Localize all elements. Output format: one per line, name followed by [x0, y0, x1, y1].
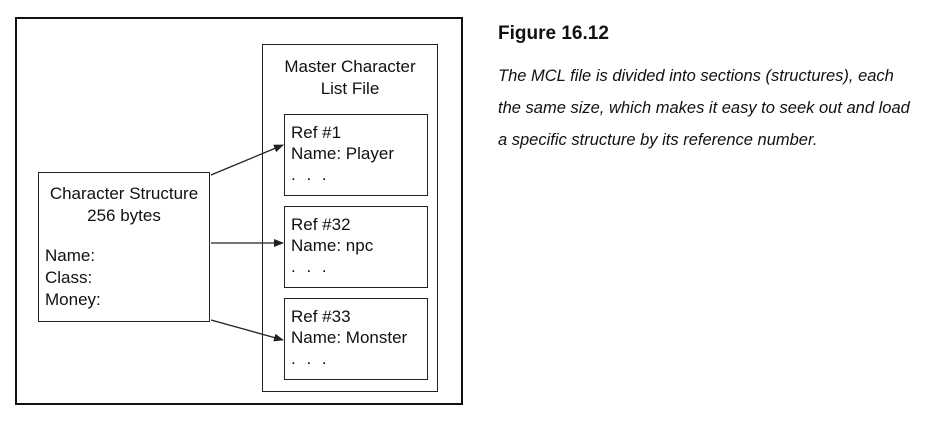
- character-structure-box: Character Structure 256 bytes Name: Clas…: [38, 172, 210, 322]
- ref-entry-33: Ref #33 Name: Monster . . .: [284, 298, 428, 380]
- field-name-label: Name:: [45, 246, 96, 265]
- ref-name: Name: Player: [291, 144, 394, 163]
- ref-entry-1: Ref #1 Name: Player . . .: [284, 114, 428, 196]
- character-structure-size: 256 bytes: [87, 206, 161, 225]
- master-list-title: Master Character List File: [263, 56, 437, 100]
- character-structure-fields: Name: Class: Money:: [45, 245, 101, 311]
- field-class-label: Class:: [45, 268, 93, 287]
- ref-number: Ref #33: [291, 307, 351, 326]
- character-structure-title-line1: Character Structure: [49, 184, 199, 203]
- master-list-title-line2: List File: [320, 79, 380, 98]
- ref-number: Ref #32: [291, 215, 351, 234]
- field-money-label: Money:: [45, 290, 101, 309]
- ref-ellipsis: . . .: [291, 349, 330, 368]
- ref-ellipsis: . . .: [291, 257, 330, 276]
- character-structure-title: Character Structure 256 bytes: [39, 183, 209, 227]
- ref-ellipsis: . . .: [291, 165, 330, 184]
- diagram-frame: [15, 17, 463, 405]
- ref-entry-32: Ref #32 Name: npc . . .: [284, 206, 428, 288]
- ref-name: Name: npc: [291, 236, 374, 255]
- figure-caption: The MCL file is divided into sections (s…: [498, 67, 910, 149]
- master-list-title-line1: Master Character: [284, 57, 416, 76]
- figure-title: Figure 16.12: [498, 23, 609, 44]
- ref-name: Name: Monster: [291, 328, 408, 347]
- ref-number: Ref #1: [291, 123, 342, 142]
